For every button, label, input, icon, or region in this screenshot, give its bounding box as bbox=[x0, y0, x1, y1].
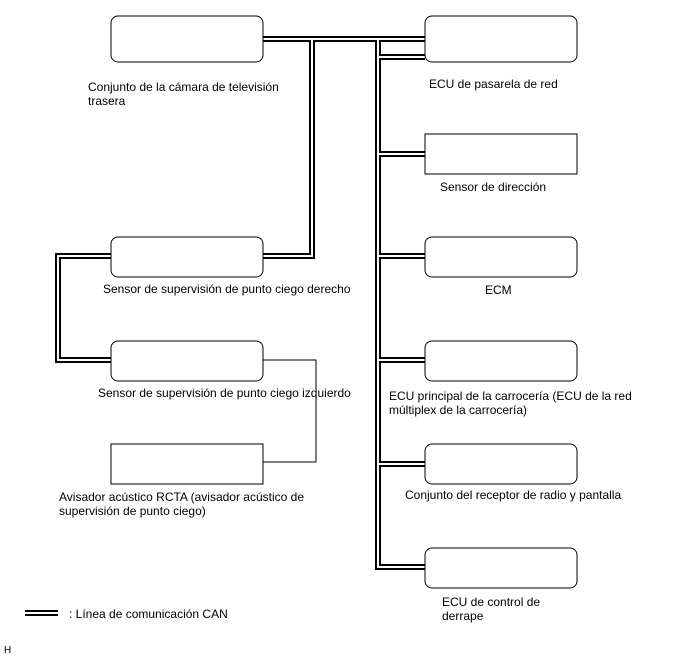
can-wire-inner bbox=[57, 255, 111, 361]
skid-control-ecu-label: ECU de control de derrape bbox=[442, 595, 541, 623]
can-wire-outer bbox=[263, 36, 315, 259]
corner-code: H bbox=[4, 645, 12, 656]
rcta-buzzer-label: Avisador acústico RCTA (avisador acústic… bbox=[59, 490, 304, 518]
gateway-ecu-label: ECU de pasarela de red bbox=[429, 77, 558, 91]
ecm-box bbox=[424, 236, 578, 278]
radio-receiver-box bbox=[424, 443, 578, 485]
blind-spot-left-label: Sensor de supervisión de punto ciego izq… bbox=[98, 386, 351, 400]
buzzer-wire bbox=[263, 359, 317, 463]
legend-text: : Línea de comunicación CAN bbox=[69, 607, 228, 621]
skid-control-ecu-box bbox=[424, 547, 578, 589]
rear-camera-label: Conjunto de la cámara de televisión tras… bbox=[88, 80, 279, 108]
blind-spot-right-box bbox=[110, 236, 264, 278]
main-body-ecu-label: ECU principal de la carrocería (ECU de l… bbox=[389, 389, 632, 417]
can-wire-inner bbox=[263, 38, 313, 257]
gateway-ecu-box bbox=[424, 15, 578, 63]
blind-spot-right-label: Sensor de supervisión de punto ciego der… bbox=[103, 282, 351, 296]
can-wire-outer bbox=[55, 253, 111, 363]
rear-camera-box bbox=[110, 15, 264, 63]
blind-spot-left-box bbox=[110, 340, 264, 382]
ecm-label: ECM bbox=[485, 283, 512, 297]
radio-receiver-label: Conjunto del receptor de radio y pantall… bbox=[405, 488, 622, 502]
steering-sensor-label: Sensor de dirección bbox=[440, 180, 547, 194]
main-body-ecu-box bbox=[424, 340, 578, 382]
can-bus-wires bbox=[55, 36, 425, 570]
can-wire-inner bbox=[377, 56, 425, 568]
rcta-buzzer-box bbox=[110, 443, 264, 485]
steering-sensor-box bbox=[424, 133, 578, 175]
